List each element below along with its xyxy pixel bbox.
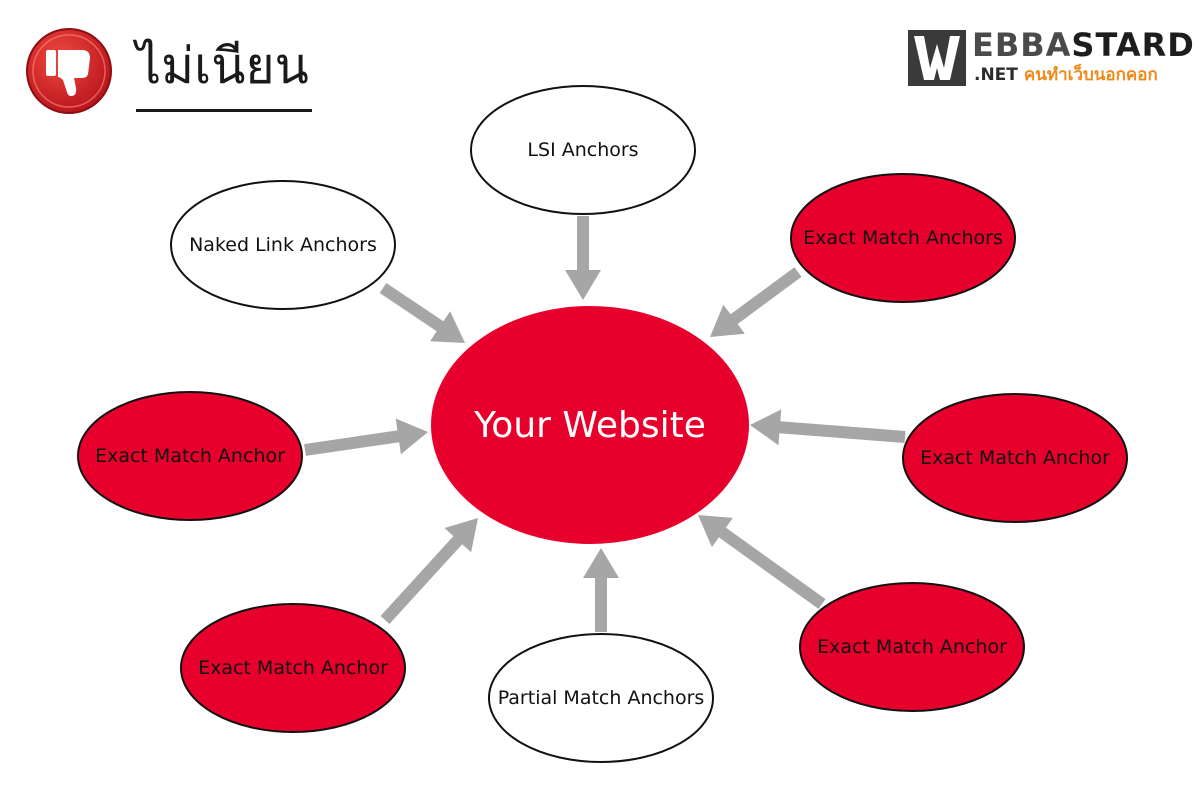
node-4: Exact Match Anchor — [77, 391, 303, 521]
center-node: Your Website — [431, 306, 749, 544]
arrow-7 — [583, 548, 619, 632]
arrows-layer — [304, 216, 906, 632]
node-6: Exact Match Anchor — [180, 603, 406, 733]
header: ไม่เนียน — [24, 26, 324, 126]
node-label: Exact Match Anchor — [817, 636, 1007, 658]
node-ellipse — [488, 633, 714, 763]
page-title: ไม่เนียน — [136, 37, 309, 95]
arrow-8 — [698, 515, 826, 609]
node-ellipse — [799, 582, 1025, 712]
node-5: Exact Match Anchor — [902, 393, 1128, 523]
node-8: Exact Match Anchor — [799, 582, 1025, 712]
node-ellipse — [790, 173, 1016, 303]
node-ellipse — [180, 603, 406, 733]
node-3: Exact Match Anchors — [790, 173, 1016, 303]
arrow-3 — [710, 267, 802, 337]
node-label: Exact Match Anchor — [95, 445, 285, 467]
node-7: Partial Match Anchors — [488, 633, 714, 763]
node-label: Exact Match Anchor — [920, 447, 1110, 469]
node-2: Naked Link Anchors — [170, 180, 396, 310]
arrow-6 — [380, 518, 478, 624]
node-label: Partial Match Anchors — [498, 687, 705, 709]
logo-word-part3: STARD — [1071, 26, 1195, 64]
node-label: LSI Anchors — [527, 139, 638, 161]
thumbs-down-icon — [26, 28, 112, 114]
node-label: Exact Match Anchors — [803, 227, 1003, 249]
center-ellipse — [431, 306, 749, 544]
arrow-4 — [304, 418, 428, 456]
node-label: Exact Match Anchor — [198, 657, 388, 679]
logo-tagline: คนทำเว็บนอกคอก — [1023, 65, 1158, 85]
logo-suffix: .NET — [974, 65, 1018, 85]
node-ellipse — [902, 393, 1128, 523]
title-underline — [136, 109, 312, 112]
arrow-1 — [565, 216, 601, 300]
node-1: LSI Anchors — [470, 85, 696, 215]
logo-word-part2: EBBA — [972, 26, 1072, 64]
node-ellipse — [77, 391, 303, 521]
center-label: Your Website — [473, 405, 706, 446]
node-ellipse — [470, 85, 696, 215]
node-ellipse — [170, 180, 396, 310]
logo-wordmark: EBBASTARD W — [972, 28, 1195, 62]
node-label: Naked Link Anchors — [189, 234, 377, 256]
arrow-2 — [379, 283, 465, 343]
arrow-5 — [750, 409, 906, 446]
logo-mark-icon — [908, 30, 966, 86]
